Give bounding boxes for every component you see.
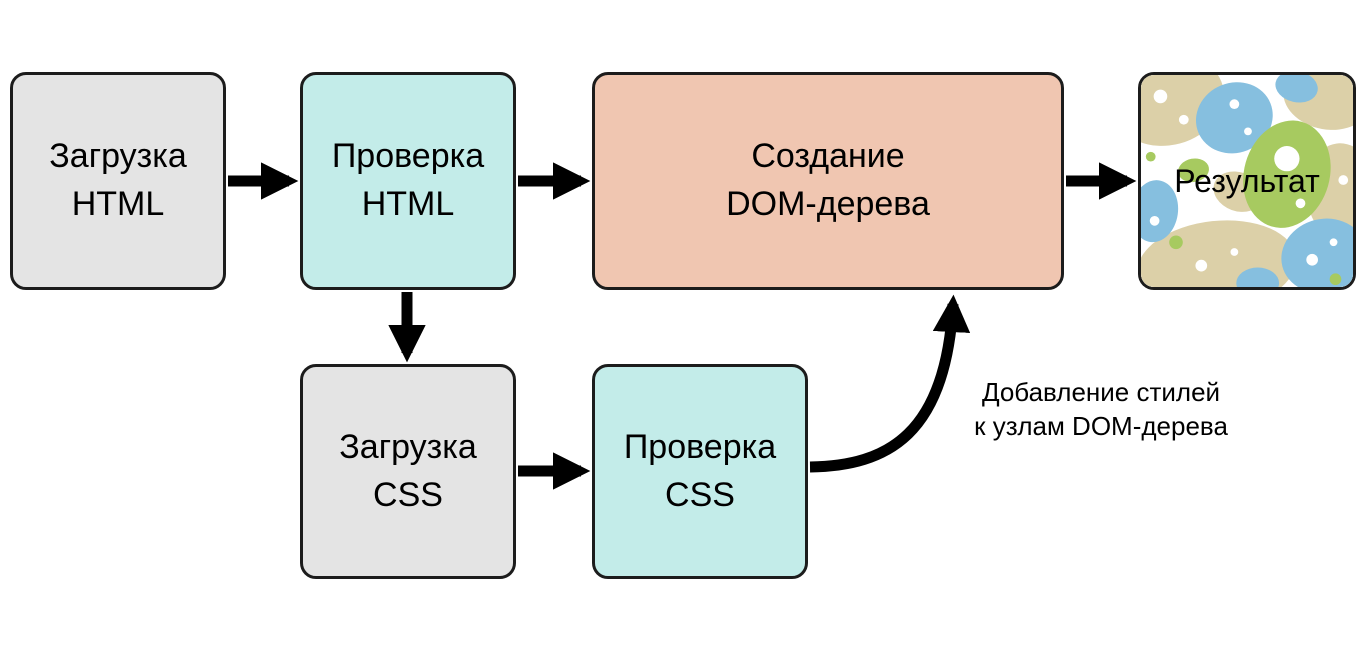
node-result: Результат: [1138, 72, 1356, 290]
node-check-html-label: Проверка HTML: [331, 137, 485, 223]
node-load-css-label: Загрузка CSS: [339, 427, 477, 514]
node-load-css: Загрузка CSS: [300, 364, 516, 579]
annotation-add-styles: Добавление стилей к узлам DOM-дерева: [974, 377, 1228, 441]
node-check-css-label: Проверка CSS: [623, 427, 777, 514]
node-result-label: Результат: [1174, 162, 1320, 199]
node-create-dom-tree: Создание DOM-дерева: [592, 72, 1064, 290]
result-abstract-image: [1141, 75, 1353, 287]
node-create-dom-tree-label: Создание DOM-дерева: [726, 137, 930, 223]
node-check-css: Проверка CSS: [592, 364, 808, 579]
node-check-html: Проверка HTML: [300, 72, 516, 290]
node-load-html: Загрузка HTML: [10, 72, 226, 290]
arrow-check-css-to-create-dom: [809, 294, 971, 473]
node-load-html-label: Загрузка HTML: [49, 137, 187, 223]
